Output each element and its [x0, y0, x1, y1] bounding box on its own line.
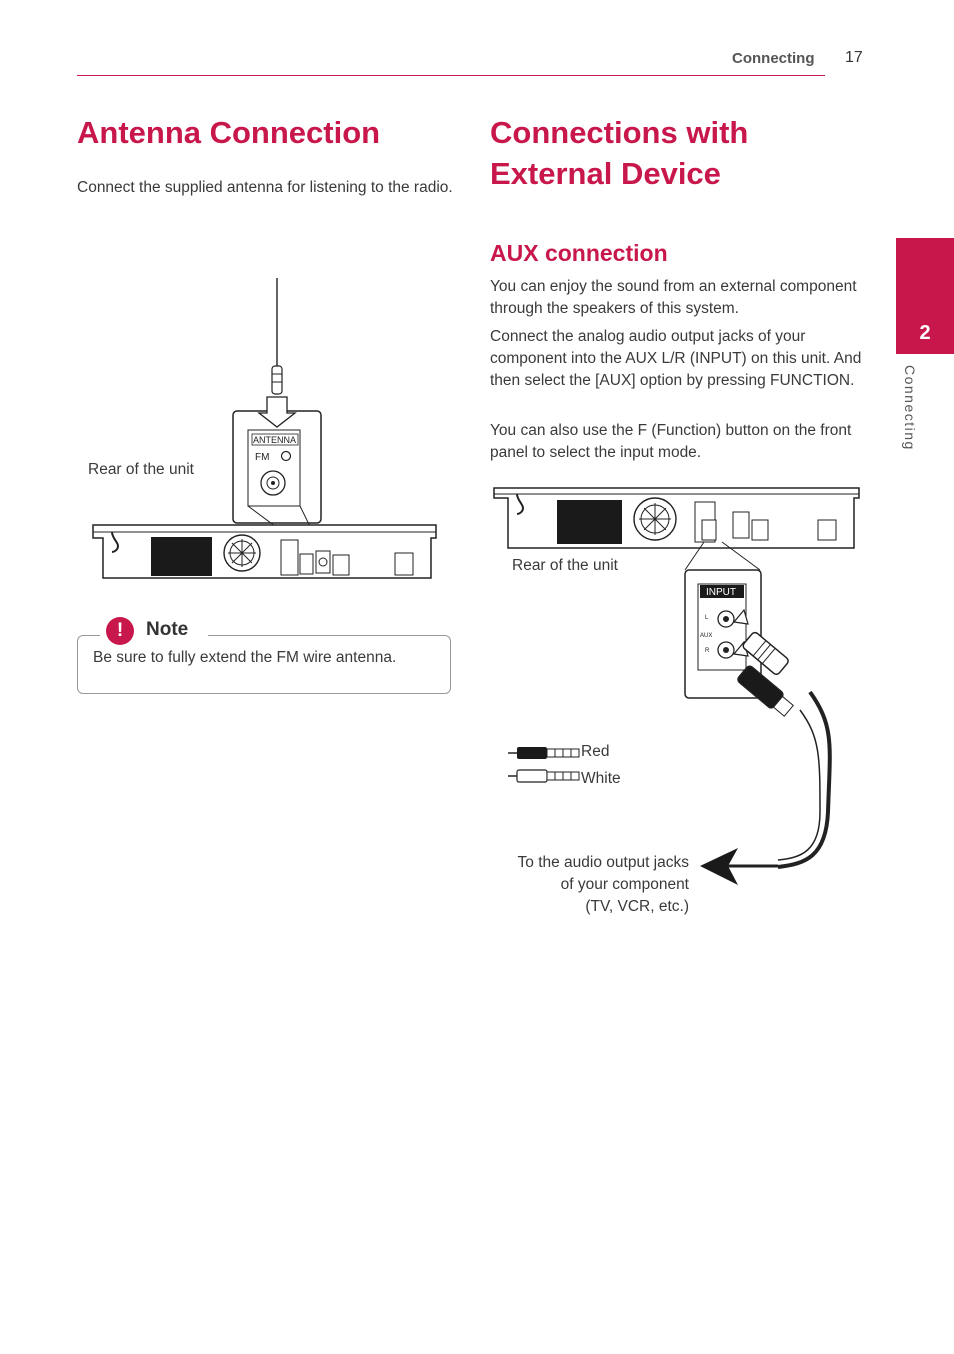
- antenna-heading: Antenna Connection: [77, 115, 381, 150]
- fm-terminal-label: FM: [255, 452, 269, 463]
- aux-rear-caption: Rear of the unit: [512, 557, 618, 574]
- antenna-rear-caption: Rear of the unit: [88, 461, 194, 478]
- svg-text:AUX: AUX: [700, 633, 712, 639]
- aux-rear-unit-illustration: [493, 487, 860, 549]
- plug-arrow-icon: [732, 608, 749, 625]
- rca-plug-white: [742, 631, 789, 675]
- legend-red-plug: [508, 747, 580, 759]
- note-box: [77, 635, 451, 694]
- aux-paragraph-3: You can also use the F (Function) button…: [490, 422, 852, 461]
- input-label: INPUT: [706, 587, 736, 598]
- destination-line-3: (TV, VCR, etc.): [585, 898, 689, 915]
- exclamation-icon: !: [106, 617, 134, 645]
- external-heading-line1: Connections with: [490, 115, 749, 150]
- destination-line-1: To the audio output jacks: [517, 854, 689, 871]
- note-text: Be sure to fully extend the FM wire ante…: [93, 649, 397, 666]
- rca-plug-red: [737, 665, 794, 717]
- rear-unit-illustration: [92, 524, 437, 579]
- header-divider: [77, 75, 825, 76]
- aux-paragraph-1: You can enjoy the sound from an external…: [490, 278, 857, 317]
- note-title: Note: [146, 619, 189, 640]
- antenna-diagram: ANTENNA FM: [92, 278, 437, 579]
- aux-paragraph-2: Connect the analog audio output jacks of…: [490, 328, 862, 389]
- header-section-title: Connecting: [732, 50, 815, 67]
- down-arrow-icon: [257, 396, 297, 428]
- aux-connection-heading: AUX connection: [490, 240, 668, 266]
- antenna-terminal-label: ANTENNA: [253, 435, 296, 445]
- legend-white-label: White: [581, 770, 621, 787]
- svg-text:R: R: [705, 648, 710, 654]
- arrow-left-icon: [700, 848, 738, 885]
- svg-text:L: L: [705, 615, 709, 621]
- destination-line-2: of your component: [560, 876, 689, 893]
- aux-diagram: INPUT L AUX R: [493, 487, 860, 885]
- legend-red-label: Red: [581, 743, 610, 760]
- legend-white-plug: [508, 769, 580, 783]
- antenna-instruction: Connect the supplied antenna for listeni…: [77, 179, 453, 196]
- external-heading-line2: External Device: [490, 156, 721, 191]
- page-number: 17: [845, 49, 863, 66]
- chapter-label: Connecting: [902, 365, 918, 451]
- chapter-tab: [896, 238, 954, 354]
- antenna-plug: [271, 365, 283, 395]
- chapter-number: 2: [919, 322, 931, 344]
